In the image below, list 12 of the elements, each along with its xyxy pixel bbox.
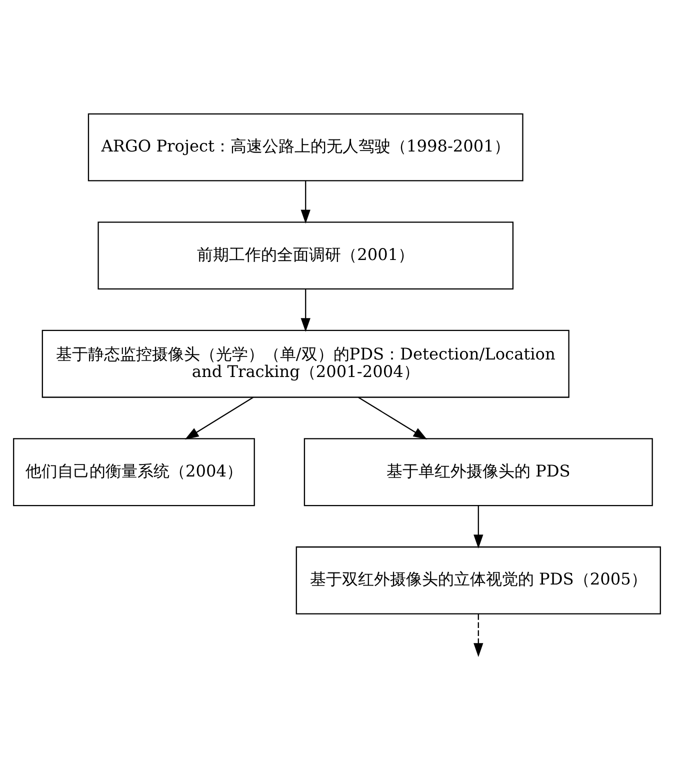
node-box: 前期工作的全面调研（2001） <box>97 222 514 290</box>
arrow <box>184 396 253 440</box>
arrow <box>300 180 310 224</box>
node-box: ARGO Project：高速公路上的无人驾驶（1998-2001） <box>87 113 523 182</box>
arrow <box>300 289 310 332</box>
arrow <box>473 614 483 657</box>
node-box: 他们自己的衡量系统（2004） <box>12 438 254 506</box>
node-box: 基于静态监控摄像头（光学）（单/双）的PDS：Detection/Location and Tracking（2001-2004） <box>41 330 569 398</box>
node-box: 基于单红外摄像头的 PDS <box>303 438 652 506</box>
arrow <box>473 506 483 548</box>
arrow <box>358 396 427 440</box>
node-box: 基于双红外摄像头的立体视觉的 PDS（2005） <box>295 546 660 614</box>
